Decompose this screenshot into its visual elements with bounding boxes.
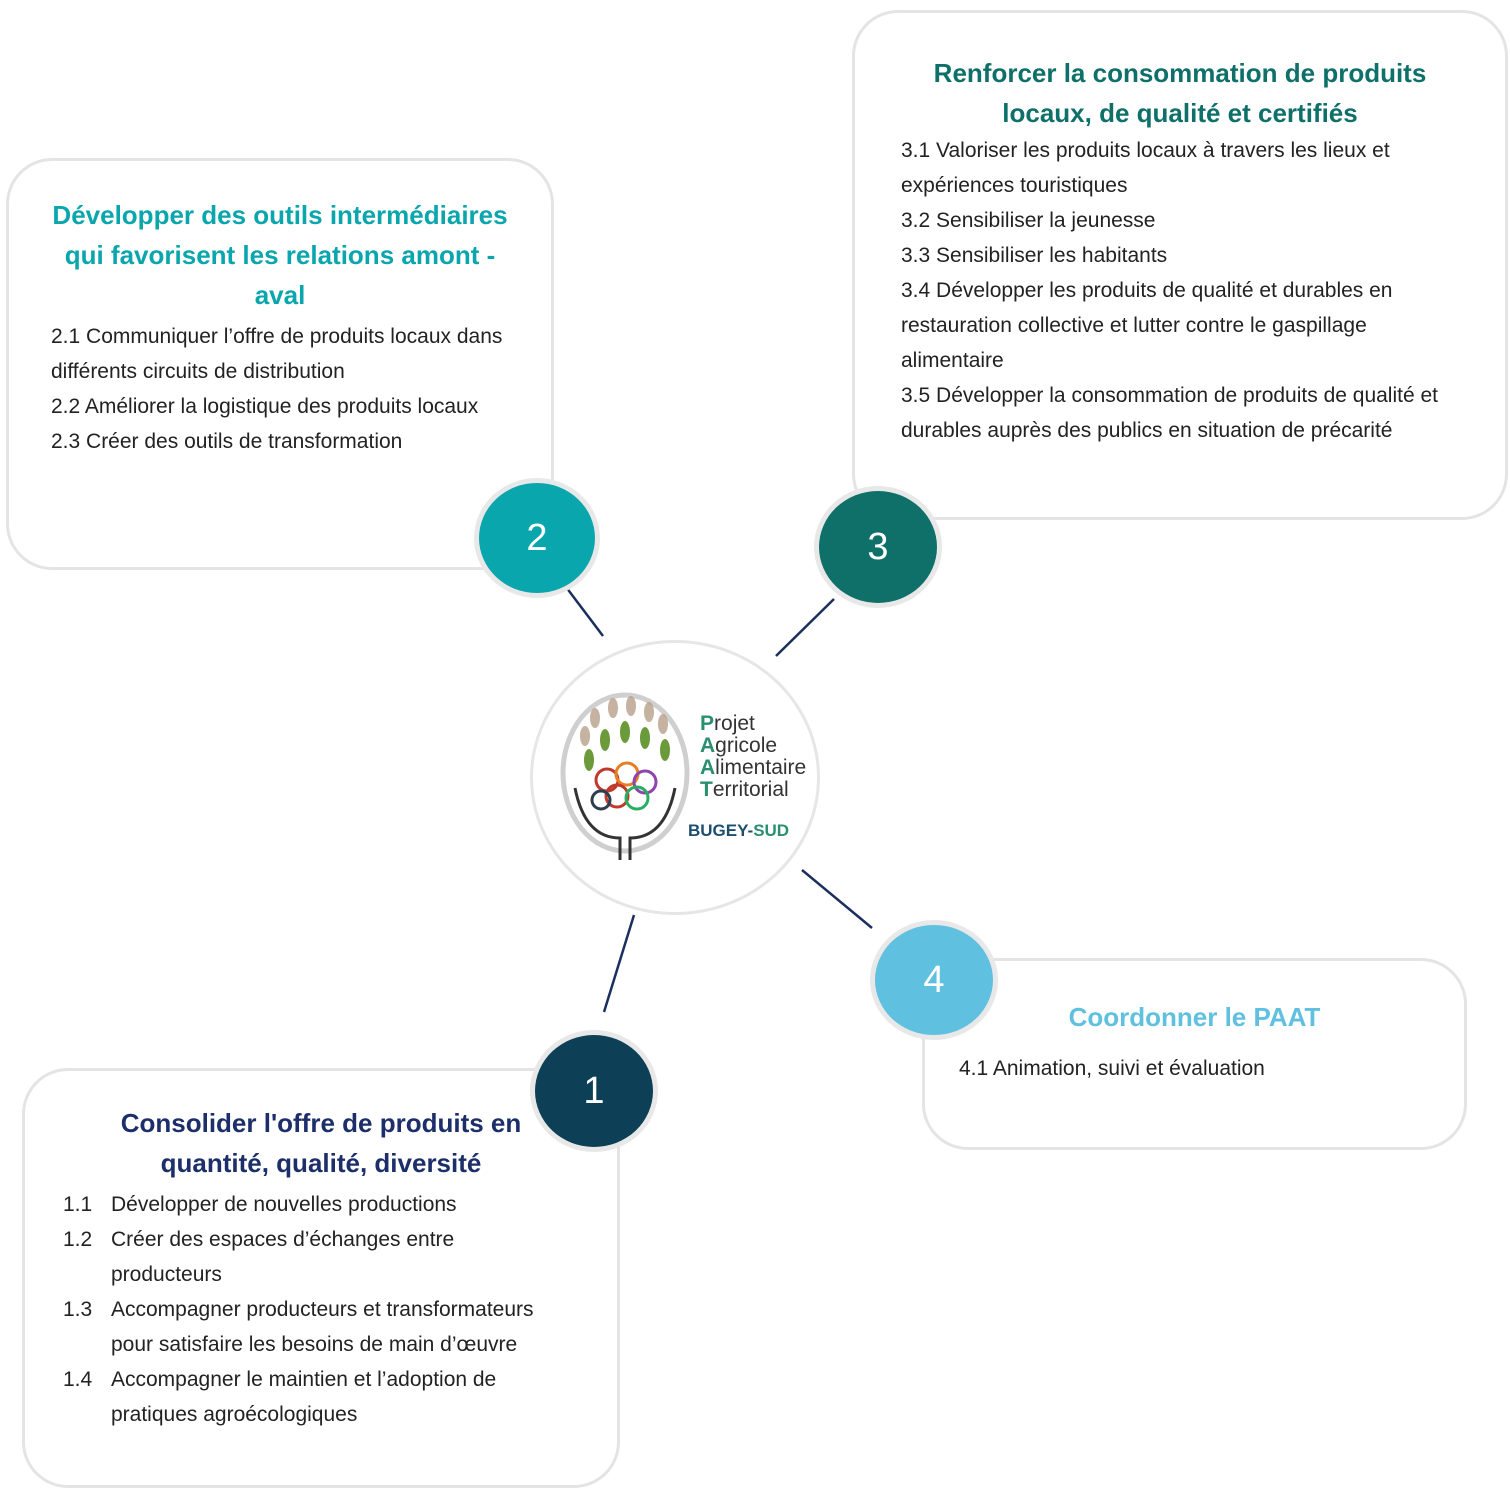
connector-4 [801,869,873,929]
axis-2-item: 2.3 Créer des outils de transformation [51,430,403,453]
axis-1-item: 1.3 Accompagner producteurs et transform… [63,1292,577,1362]
tree-hands-icon [560,692,690,860]
logo-word: rojet [714,712,755,735]
logo-subtitle: BUGEY-SUD [688,821,789,841]
axis-1-item-number: 1.2 [63,1228,93,1251]
axis-1-item: 1.2 Créer des espaces d’échanges entre p… [63,1222,577,1292]
connector-3 [775,598,835,657]
logo-initial: A [700,756,716,779]
axis-3-box: Renforcer la consommation de produits lo… [852,10,1508,520]
axis-1-item-number: 1.3 [63,1298,93,1321]
logo-word: erritorial [712,778,789,801]
logo-initial: P [700,712,715,735]
connector-1 [602,914,636,1013]
axis-1-item-text: Créer des espaces d’échanges entre produ… [111,1228,455,1286]
axis-4-box: Coordonner le PAAT 4.1 Animation, suivi … [922,958,1467,1150]
axis-4-title: Coordonner le PAAT [1068,1002,1321,1032]
axis-3-item: 3.5 Développer la consommation de produi… [901,384,1438,442]
axis-3-item: 3.1 Valoriser les produits locaux à trav… [901,139,1390,197]
axis-1-badge: 1 [530,1030,658,1152]
axis-3-item: 3.3 Sensibiliser les habitants [901,244,1168,267]
axis-1-item: 1.1 Développer de nouvelles productions [63,1187,577,1222]
logo-word: limentaire [715,756,807,779]
axis-3-badge: 3 [814,486,942,608]
axis-3-item: 3.4 Développer les produits de qualité e… [901,279,1393,372]
axis-1-box: Consolider l'offre de produits en quanti… [22,1068,620,1488]
axis-1-item-number: 1.1 [63,1193,93,1216]
axis-2-title: Développer des outils intermédiaires qui… [52,200,508,310]
axis-1-item-text: Accompagner producteurs et transformateu… [111,1298,534,1356]
axis-1-item: 1.4 Accompagner le maintien et l’adoptio… [63,1362,577,1432]
axis-2-box: Développer des outils intermédiaires qui… [6,158,554,570]
axis-3-item: 3.2 Sensibiliser la jeunesse [901,209,1156,232]
logo-wordmark: Projet Agricole Alimentaire Territorial [700,713,806,801]
paat-logo: Projet Agricole Alimentaire Territorial … [530,640,820,915]
axis-1-title: Consolider l'offre de produits en quanti… [120,1108,522,1178]
axis-2-item: 2.1 Communiquer l’offre de produits loca… [51,325,503,383]
logo-word: gricole [715,734,778,757]
connector-2 [565,586,604,637]
logo-subtitle-part: SUD [753,821,790,840]
axis-1-item-text: Développer de nouvelles productions [111,1193,457,1216]
axis-2-item: 2.2 Améliorer la logistique des produits… [51,395,479,418]
axis-3-title: Renforcer la consommation de produits lo… [933,58,1427,128]
axis-4-item: 4.1 Animation, suivi et évaluation [959,1057,1265,1080]
logo-subtitle-part: BUGEY- [688,821,754,840]
axis-2-badge: 2 [474,478,600,598]
axis-1-item-number: 1.4 [63,1368,93,1391]
logo-initial: T [700,778,713,801]
axis-1-item-text: Accompagner le maintien et l’adoption de… [111,1368,497,1426]
axis-4-badge: 4 [870,920,998,1040]
logo-initial: A [700,734,716,757]
